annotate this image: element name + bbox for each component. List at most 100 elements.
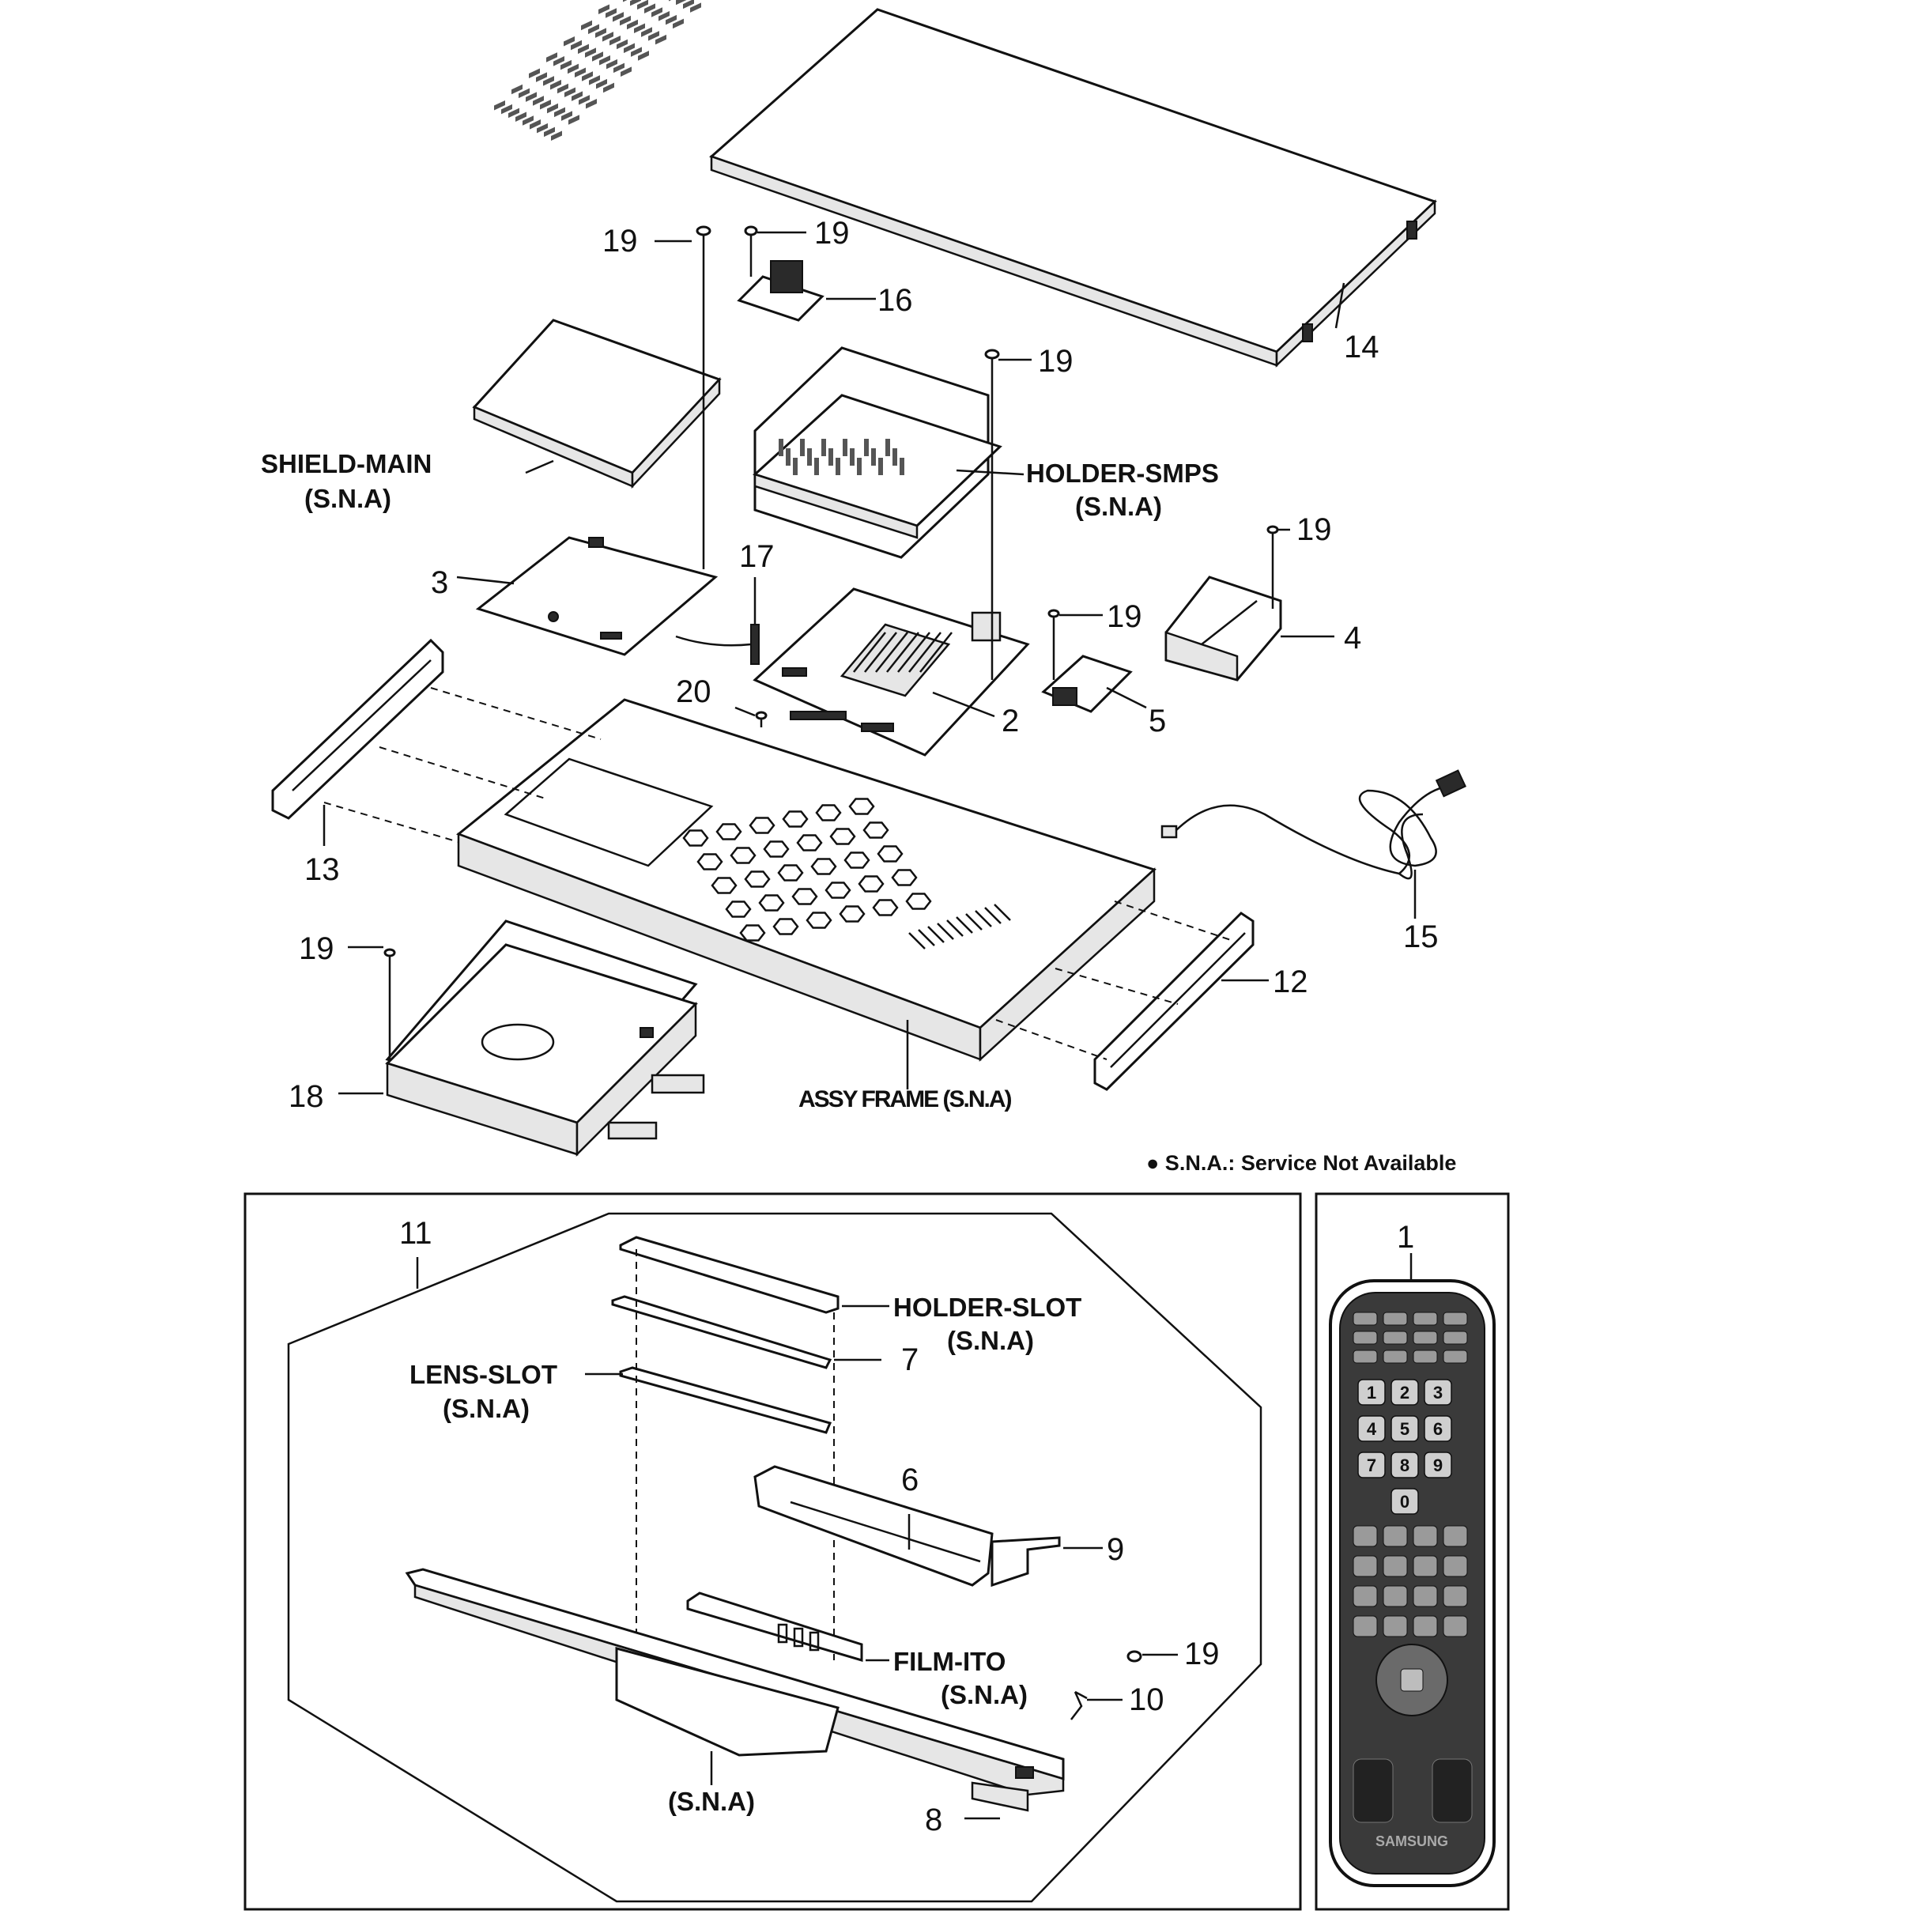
callout-19: 19 xyxy=(1184,1637,1220,1671)
shield-vent xyxy=(606,8,617,18)
shield-vent xyxy=(651,7,662,17)
remote-button xyxy=(1383,1615,1408,1637)
heatsink-fin xyxy=(875,632,908,673)
remote-button xyxy=(1353,1585,1378,1607)
smps-vent xyxy=(850,448,855,466)
smps-vent xyxy=(793,458,798,475)
shield-vent xyxy=(609,35,621,46)
callout-3: 3 xyxy=(431,565,448,600)
remote-key xyxy=(1391,1488,1419,1515)
shield-vent xyxy=(631,47,642,57)
frame-hex-hole xyxy=(806,912,832,929)
remote-button xyxy=(1413,1525,1438,1547)
frame-hex-hole xyxy=(872,899,899,916)
display-6-part xyxy=(753,1465,1061,1588)
shield-vent xyxy=(523,115,534,126)
remote-button xyxy=(1413,1555,1438,1577)
shield-vent xyxy=(568,115,579,125)
smps-vent xyxy=(786,448,791,466)
shield-vent xyxy=(571,40,582,51)
smps-vent xyxy=(836,458,840,475)
smps-vent xyxy=(900,458,904,475)
frame-hex-hole xyxy=(858,875,885,893)
shield-vent xyxy=(588,24,599,35)
pcb-3-part xyxy=(475,536,719,656)
heatsink-fin xyxy=(886,632,919,673)
frame-hex-hole xyxy=(696,853,723,870)
heatsink-fin xyxy=(908,632,941,673)
label-shield-main: SHIELD-MAIN xyxy=(261,449,432,478)
shield-vent xyxy=(683,0,694,9)
shield-vent xyxy=(599,55,610,66)
main-board-2-part xyxy=(753,587,1030,757)
shield-vent xyxy=(529,68,540,79)
shield-vent xyxy=(634,23,645,34)
frame-hex-hole xyxy=(905,893,932,910)
frame-hex-hole xyxy=(829,828,856,845)
shield-vent xyxy=(515,111,526,122)
smps-vent xyxy=(807,448,812,466)
shield-vent xyxy=(630,0,641,6)
shield-vent xyxy=(638,51,649,61)
callout-18: 18 xyxy=(289,1079,324,1114)
remote-key xyxy=(1424,1379,1452,1406)
shield-vent xyxy=(666,14,677,25)
film-ito-part xyxy=(686,1591,863,1663)
shield-vent xyxy=(572,91,583,101)
remote-rocker xyxy=(1353,1758,1394,1823)
shield-vent xyxy=(644,3,655,13)
smps-vent xyxy=(864,439,869,456)
smps-vent xyxy=(878,458,883,475)
drive-18-part xyxy=(385,919,705,1157)
leader-20 xyxy=(734,706,756,717)
callout-12: 12 xyxy=(1273,965,1308,999)
smps-vent xyxy=(779,439,783,456)
clip-10-part xyxy=(1070,1690,1088,1720)
shield-vent xyxy=(550,79,561,90)
shield-vent xyxy=(673,18,684,29)
frame-hex-hole xyxy=(815,804,842,821)
shield-vent xyxy=(620,15,631,26)
shield-vent xyxy=(648,31,659,41)
shield-vent xyxy=(564,36,575,47)
remote-key-label: 4 xyxy=(1367,1419,1377,1439)
callout-19: 19 xyxy=(602,224,638,259)
shield-vent xyxy=(579,95,590,105)
remote-key xyxy=(1391,1379,1419,1406)
remote-key xyxy=(1357,1415,1386,1442)
shield-vent xyxy=(530,119,541,130)
callout-11: 11 xyxy=(399,1216,432,1251)
shield-vent xyxy=(544,126,555,138)
smps-vent xyxy=(885,439,890,456)
callout-20: 20 xyxy=(676,674,711,709)
shield-vent xyxy=(606,59,617,70)
smps-vent xyxy=(871,448,876,466)
shield-vent xyxy=(543,76,554,86)
shield-vent xyxy=(627,19,638,30)
holder-smps-part xyxy=(753,346,1002,559)
shield-vent xyxy=(595,28,606,38)
shield-vent xyxy=(536,72,547,82)
remote-frame xyxy=(1315,1192,1510,1911)
frame-vent-slot xyxy=(965,913,983,931)
shield-vent xyxy=(501,104,512,115)
label-shield-main-sna: (S.N.A) xyxy=(304,484,391,513)
callout-9: 9 xyxy=(1107,1532,1124,1567)
remote-rocker xyxy=(1432,1758,1473,1823)
remote-key-label: 6 xyxy=(1433,1419,1443,1439)
shield-vent xyxy=(554,107,565,118)
leader-5 xyxy=(1106,686,1147,709)
shield-vent xyxy=(589,75,600,85)
frame-hex-hole xyxy=(791,888,818,905)
callout-10: 10 xyxy=(1129,1682,1164,1717)
leader-shield-main xyxy=(525,459,554,474)
shield-vent xyxy=(621,66,632,77)
shield-vent xyxy=(624,43,635,54)
callout-19: 19 xyxy=(299,931,334,966)
remote-key-label: 0 xyxy=(1400,1492,1409,1512)
connector-17-part xyxy=(675,624,760,665)
board-5-part xyxy=(1041,655,1133,713)
label-holder-smps-sna: (S.N.A) xyxy=(1075,492,1162,521)
